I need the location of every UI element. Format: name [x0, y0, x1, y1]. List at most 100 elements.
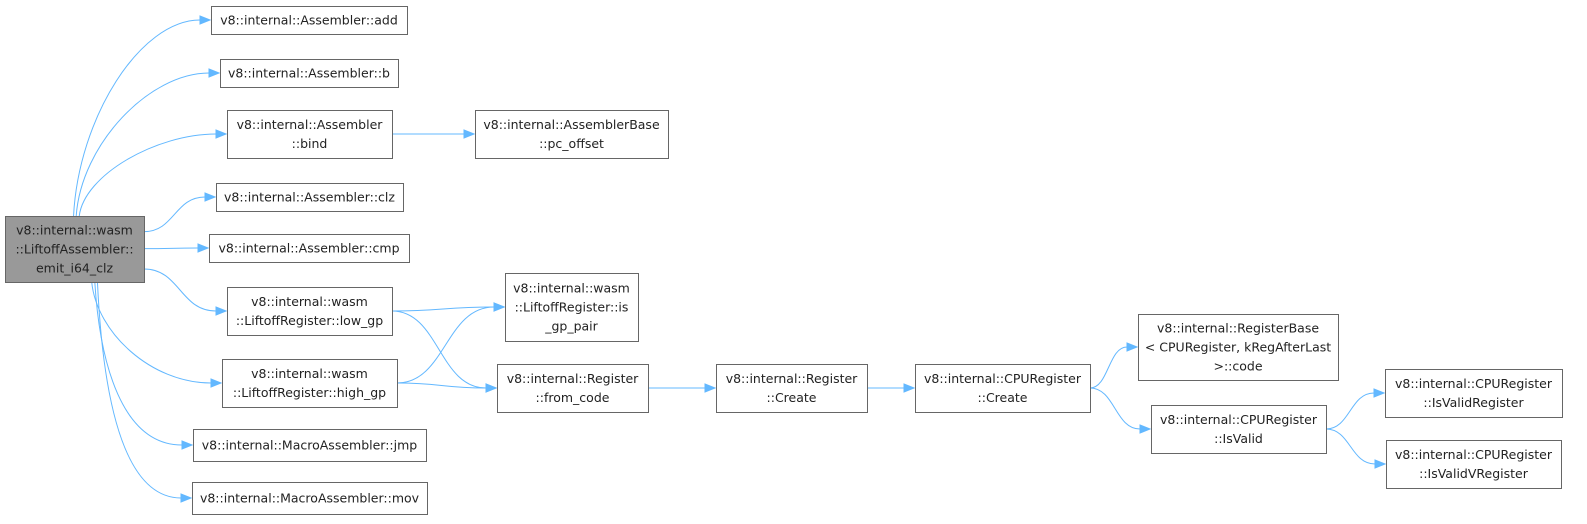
node-box	[505, 273, 639, 342]
node-asm-cmp[interactable]: v8::internal::Assembler::cmp	[209, 234, 410, 263]
arrowhead-low_gp	[215, 306, 228, 316]
edge-high_gp-to-is_gp_pair	[396, 306, 495, 384]
node-label-line: v8::internal::AssemblerBase	[483, 117, 660, 132]
node-box	[475, 110, 669, 159]
node-box	[716, 364, 868, 413]
edge-cpureg_create-to-regbase_code	[1089, 346, 1128, 389]
node-label-line: v8::internal::Assembler	[237, 117, 384, 132]
edge-emit_i64_clz-to-asm_add	[73, 19, 201, 217]
node-asm-add[interactable]: v8::internal::Assembler::add	[211, 6, 408, 35]
arrowhead-asm_add	[199, 15, 212, 25]
edge-emit_i64_clz-to-high_gp	[91, 281, 212, 384]
node-label-line: v8::internal::CPURegister	[1395, 447, 1553, 462]
node-label-line: v8::internal::Assembler::cmp	[218, 241, 399, 256]
node-is-valid-vregister[interactable]: v8::internal::CPURegister::IsValidVRegis…	[1386, 440, 1562, 489]
node-label-line: ::bind	[292, 136, 328, 151]
node-masm-mov[interactable]: v8::internal::MacroAssembler::mov	[192, 482, 428, 515]
node-low-gp[interactable]: v8::internal::wasm::LiftoffRegister::low…	[227, 287, 393, 336]
node-label-line: v8::internal::CPURegister	[924, 371, 1082, 386]
nodes-layer: v8::internal::wasm::LiftoffAssembler::em…	[5, 6, 1563, 515]
node-label-line: v8::internal::Assembler::add	[220, 13, 398, 28]
node-box	[1385, 369, 1563, 418]
node-label-line: v8::internal::MacroAssembler::jmp	[202, 438, 418, 453]
node-label-line: >::code	[1213, 359, 1262, 374]
node-box	[1386, 440, 1562, 489]
arrowhead-cpureg_create	[903, 383, 916, 393]
node-from-code[interactable]: v8::internal::Register::from_code	[497, 364, 649, 413]
node-box	[497, 364, 649, 413]
node-label-line: v8::internal::MacroAssembler::mov	[200, 491, 420, 506]
node-label-line: ::from_code	[536, 390, 610, 405]
node-label-line: v8::internal::wasm	[513, 281, 630, 296]
node-label-line: v8::internal::CPURegister	[1160, 412, 1318, 427]
node-label-line: v8::internal::Assembler::b	[228, 66, 390, 81]
node-is-gp-pair[interactable]: v8::internal::wasm::LiftoffRegister::is_…	[505, 273, 639, 342]
node-label-line: ::Create	[767, 390, 817, 405]
node-label-line: ::LiftoffAssembler::	[15, 242, 133, 257]
edge-emit_i64_clz-to-asm_cmp	[143, 247, 199, 250]
node-label-line: v8::internal::Register	[507, 371, 639, 386]
edges-layer	[73, 15, 1387, 503]
arrowhead-masm_jmp	[181, 440, 194, 450]
node-asm-b[interactable]: v8::internal::Assembler::b	[220, 59, 399, 88]
node-asm-bind[interactable]: v8::internal::Assembler::bind	[227, 110, 393, 159]
node-box	[227, 287, 393, 336]
node-label-line: ::Create	[978, 390, 1028, 405]
edge-emit_i64_clz-to-masm_mov	[96, 281, 182, 499]
node-emit-i64-clz[interactable]: v8::internal::wasm::LiftoffAssembler::em…	[5, 216, 145, 283]
edge-emit_i64_clz-to-asm_b	[75, 72, 210, 217]
node-label-line: v8::internal::Assembler::clz	[224, 190, 395, 205]
edge-emit_i64_clz-to-masm_jmp	[94, 281, 183, 446]
node-label-line: ::IsValidRegister	[1423, 395, 1524, 410]
node-box	[211, 6, 408, 35]
node-masm-jmp[interactable]: v8::internal::MacroAssembler::jmp	[193, 429, 427, 462]
arrowhead-regbase_code	[1126, 342, 1139, 352]
edge-emit_i64_clz-to-low_gp	[143, 268, 217, 312]
arrowhead-is_gp_pair	[493, 302, 506, 312]
edge-cpureg_isvalid-to-is_valid_vregister	[1325, 428, 1376, 465]
node-label-line: ::LiftoffRegister::high_gp	[233, 385, 386, 400]
node-label-line: v8::internal::wasm	[251, 294, 368, 309]
node-label-line: v8::internal::RegisterBase	[1157, 321, 1319, 336]
node-label-line: ::LiftoffRegister::is	[515, 300, 629, 315]
node-is-valid-register[interactable]: v8::internal::CPURegister::IsValidRegist…	[1385, 369, 1563, 418]
node-box	[216, 183, 404, 212]
node-label-line: ::IsValidVRegister	[1419, 466, 1529, 481]
node-label-line: v8::internal::Register	[726, 371, 858, 386]
arrowhead-reg_create	[704, 383, 717, 393]
node-box	[222, 359, 398, 408]
node-label-line: ::IsValid	[1214, 431, 1263, 446]
arrowhead-high_gp	[210, 378, 223, 388]
node-label-line: v8::internal::wasm	[16, 223, 133, 238]
arrowhead-asmbase_pc_offset	[463, 129, 476, 139]
node-label-line: ::pc_offset	[539, 136, 604, 151]
node-label-line: v8::internal::wasm	[251, 366, 368, 381]
node-box	[192, 482, 428, 515]
node-reg-create[interactable]: v8::internal::Register::Create	[716, 364, 868, 413]
edge-cpureg_create-to-cpureg_isvalid	[1089, 387, 1141, 430]
node-label-line: _gp_pair	[544, 319, 598, 334]
edge-high_gp-to-from_code	[396, 382, 487, 389]
node-box	[5, 216, 145, 283]
arrowhead-cpureg_isvalid	[1139, 424, 1152, 434]
arrowhead-from_code	[485, 383, 498, 393]
arrowhead-masm_mov	[180, 493, 193, 503]
node-cpureg-isvalid[interactable]: v8::internal::CPURegister::IsValid	[1151, 405, 1327, 454]
node-label-line: ::LiftoffRegister::low_gp	[236, 313, 383, 328]
node-high-gp[interactable]: v8::internal::wasm::LiftoffRegister::hig…	[222, 359, 398, 408]
node-box	[915, 364, 1091, 413]
arrowhead-asm_bind	[215, 129, 228, 139]
node-label-line: emit_i64_clz	[36, 261, 113, 276]
arrowhead-asm_cmp	[197, 243, 210, 253]
node-asm-clz[interactable]: v8::internal::Assembler::clz	[216, 183, 404, 212]
node-label-line: v8::internal::CPURegister	[1395, 376, 1553, 391]
arrowhead-asm_b	[208, 68, 221, 78]
arrowhead-is_valid_vregister	[1374, 459, 1387, 469]
node-regbase-code[interactable]: v8::internal::RegisterBase< CPURegister,…	[1138, 314, 1339, 381]
node-box	[227, 110, 393, 159]
node-box	[193, 429, 427, 462]
node-asmbase-pc-offset[interactable]: v8::internal::AssemblerBase::pc_offset	[475, 110, 669, 159]
edge-emit_i64_clz-to-asm_bind	[78, 133, 217, 217]
node-cpureg-create[interactable]: v8::internal::CPURegister::Create	[915, 364, 1091, 413]
